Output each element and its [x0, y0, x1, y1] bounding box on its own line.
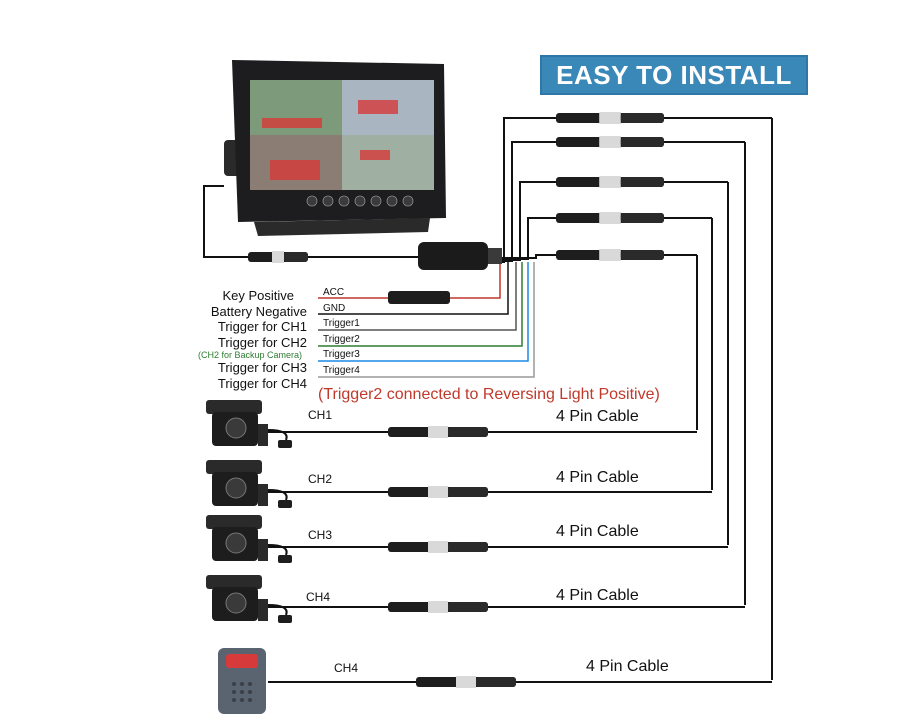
camera-extension-connector	[556, 249, 664, 261]
trigger-wire	[318, 262, 501, 299]
camera-extension-connector	[556, 212, 664, 224]
wire-label-trigger4: Trigger4	[323, 365, 360, 376]
camera-channel-label: CH4	[306, 590, 331, 604]
easy-to-install-banner: EASY TO INSTALL	[540, 55, 808, 95]
cable-label: 4 Pin Cable	[556, 523, 639, 540]
cable-label: 4 Pin Cable	[556, 587, 639, 604]
cable-label: 4 Pin Cable	[556, 408, 639, 425]
wire-left-label: Trigger for CH1	[217, 319, 307, 334]
camera-cable-connector	[388, 486, 488, 498]
trigger-wire	[318, 262, 509, 315]
fuse-holder	[388, 291, 450, 304]
backup-camera-note: (CH2 for Backup Camera)	[198, 350, 303, 360]
camera-cable-connector	[416, 676, 516, 688]
camera-cable-connector	[388, 426, 488, 438]
wire-left-label: Trigger for CH3	[217, 360, 307, 375]
connectors	[248, 112, 664, 688]
camera-extension-connector	[556, 112, 664, 124]
harness-hub	[418, 242, 502, 270]
reversing-alarm-device	[218, 648, 266, 714]
rear-camera	[206, 460, 292, 508]
wire-label-trigger2: Trigger2	[323, 334, 360, 345]
wire-label-gnd: GND	[323, 303, 346, 314]
trigger-wire	[318, 262, 535, 378]
wire-left-label: Trigger for CH2	[217, 335, 307, 350]
cable-label: 4 Pin Cable	[556, 469, 639, 486]
wire-label-trigger3: Trigger3	[323, 349, 360, 360]
bus-wire	[500, 254, 556, 259]
camera-extension-connector	[556, 176, 664, 188]
camera-channel-label: CH2	[308, 472, 333, 486]
rear-camera	[206, 400, 292, 448]
camera-extension-connector	[556, 136, 664, 148]
reversing-light-note: (Trigger2 connected to Reversing Light P…	[318, 386, 660, 403]
monitor-power-wire	[203, 185, 250, 258]
cable-label: 4 Pin Cable	[586, 658, 669, 675]
camera-channel-label: CH4	[334, 661, 359, 675]
wire-left-label: Battery Negative	[210, 304, 307, 319]
bus-wire	[500, 217, 556, 260]
camera-cable-connector	[388, 541, 488, 553]
trigger-wire	[318, 262, 529, 362]
wire-left-label: Key Positive	[222, 288, 294, 303]
monitor	[224, 60, 446, 236]
camera-channel-label: CH3	[308, 528, 333, 542]
wire-left-label: Trigger for CH4	[217, 376, 307, 391]
trigger-wire	[318, 262, 517, 331]
cameras-group	[206, 400, 292, 623]
rear-camera	[206, 515, 292, 563]
camera-cable-connector	[388, 601, 488, 613]
wire-label-acc: ACC	[323, 287, 345, 298]
wiring	[203, 117, 773, 683]
inline-connector	[248, 251, 308, 263]
trigger-wire	[318, 262, 523, 347]
camera-channel-label: CH1	[308, 408, 333, 422]
rear-camera	[206, 575, 292, 623]
wire-label-trigger1: Trigger1	[323, 318, 360, 329]
